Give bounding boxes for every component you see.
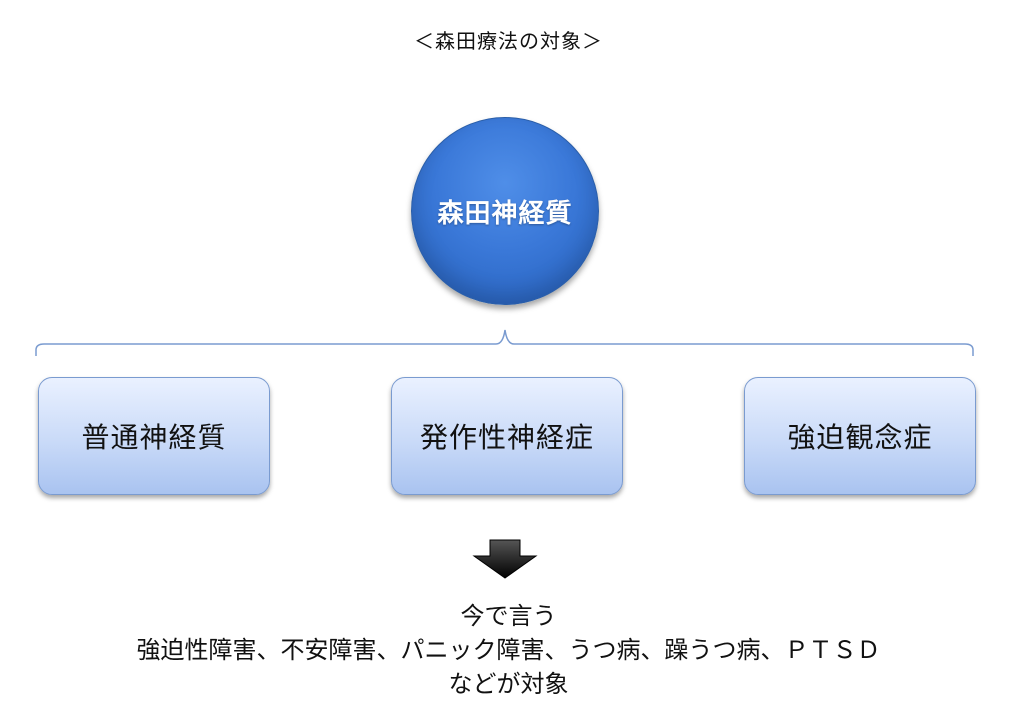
category-label-1: 普通神経質 [81,421,227,454]
diagram-title: ＜森田療法の対象＞ [414,29,603,53]
center-node-label: 森田神経質 [437,198,573,229]
bottom-line-1: 今で言う [460,602,557,630]
category-box-3: 強迫観念症 [744,377,976,495]
bottom-line-2: 強迫性障害、不安障害、パニック障害、うつ病、躁うつ病、ＰＴＳＤ [136,636,881,664]
category-label-2: 発作性神経症 [419,421,594,454]
center-node: 森田神経質 [411,117,599,305]
category-box-1: 普通神経質 [38,377,270,495]
brace-connector [35,329,974,356]
bottom-line-3: などが対象 [448,670,569,698]
category-label-3: 強迫観念症 [787,421,933,454]
brace-path [35,329,974,356]
category-box-2: 発作性神経症 [391,377,623,495]
down-arrow-icon [472,539,538,579]
